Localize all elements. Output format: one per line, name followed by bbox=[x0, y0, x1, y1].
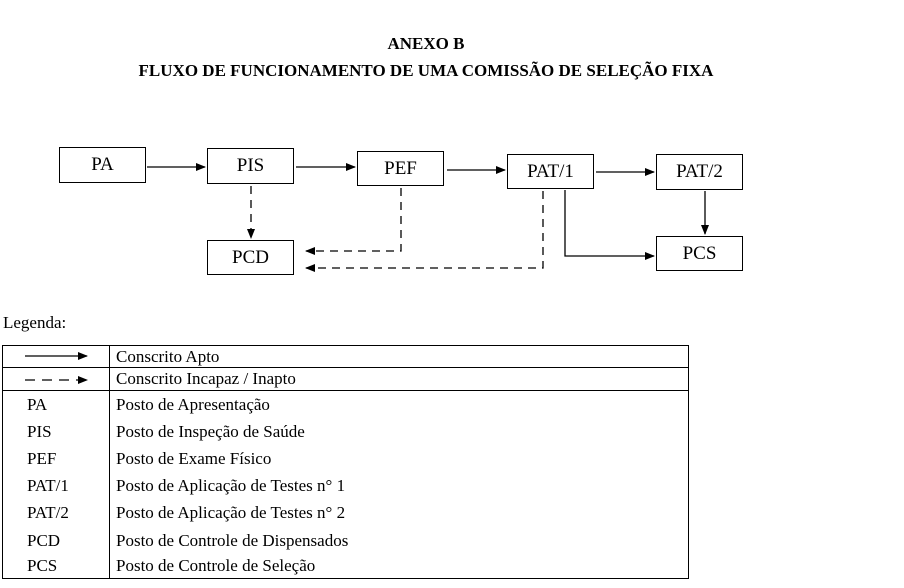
legend-abbr: PAT/2 bbox=[27, 503, 69, 522]
legend-desc: Posto de Controle de Dispensados bbox=[116, 530, 349, 550]
dashed-arrow-icon bbox=[25, 376, 88, 384]
legend-symbol-solid bbox=[3, 346, 110, 367]
legend-desc: Conscrito Incapaz / Inapto bbox=[116, 369, 296, 388]
legend-abbr: PCS bbox=[27, 556, 58, 575]
solid-arrow-icon bbox=[25, 352, 88, 360]
node-pcs: PCS bbox=[656, 236, 743, 271]
legend-desc: Posto de Inspeção de Saúde bbox=[116, 421, 305, 441]
legend-row: PAT/2 Posto de Aplicação de Testes n° 2 bbox=[3, 499, 688, 527]
flow-edges bbox=[147, 163, 709, 272]
legend-desc: Posto de Controle de Seleção bbox=[116, 556, 316, 575]
diagram-title: FLUXO DE FUNCIONAMENTO DE UMA COMISSÃO D… bbox=[138, 61, 714, 80]
legend-desc: Posto de Aplicação de Testes n° 1 bbox=[116, 475, 346, 495]
legend-row-dashed: Conscrito Incapaz / Inapto bbox=[3, 368, 688, 391]
node-pat1: PAT/1 bbox=[507, 154, 594, 189]
legend-abbr: PIS bbox=[27, 421, 52, 441]
legend-table: Conscrito Apto Conscrito Incapaz / Inapt… bbox=[2, 345, 689, 579]
legend-abbr: PA bbox=[27, 394, 48, 414]
node-pat2: PAT/2 bbox=[656, 154, 743, 190]
edge-pat1-pcs bbox=[564, 190, 655, 260]
legend-abbr: PCD bbox=[27, 530, 61, 550]
node-pis: PIS bbox=[207, 148, 294, 184]
legend-row: PIS Posto de Inspeção de Saúde bbox=[3, 418, 688, 445]
legend-row: PAT/1 Posto de Aplicação de Testes n° 1 bbox=[3, 472, 688, 499]
legend-row: PCS Posto de Controle de Seleção bbox=[3, 554, 688, 578]
legend-label: Legenda: bbox=[3, 313, 67, 332]
node-pa: PA bbox=[59, 147, 146, 183]
legend-desc: Conscrito Apto bbox=[116, 346, 220, 366]
legend-row: PEF Posto de Exame Físico bbox=[3, 445, 688, 472]
legend-row-solid: Conscrito Apto bbox=[3, 346, 688, 368]
legend-symbol-dashed bbox=[3, 368, 110, 390]
annex-title: ANEXO B bbox=[387, 34, 465, 53]
edge-pef-pcd bbox=[305, 188, 402, 255]
legend-row: PCD Posto de Controle de Dispensados bbox=[3, 527, 688, 554]
legend-desc: Posto de Apresentação bbox=[116, 394, 270, 414]
edge-pat1-pcd bbox=[305, 191, 544, 272]
node-pcd: PCD bbox=[207, 240, 294, 275]
legend-row: PA Posto de Apresentação bbox=[3, 391, 688, 418]
legend-desc: Posto de Exame Físico bbox=[116, 448, 272, 468]
legend-abbr: PAT/1 bbox=[27, 475, 69, 495]
node-pef: PEF bbox=[357, 151, 444, 186]
legend-desc: Posto de Aplicação de Testes n° 2 bbox=[116, 503, 346, 522]
legend-abbr: PEF bbox=[27, 448, 57, 468]
